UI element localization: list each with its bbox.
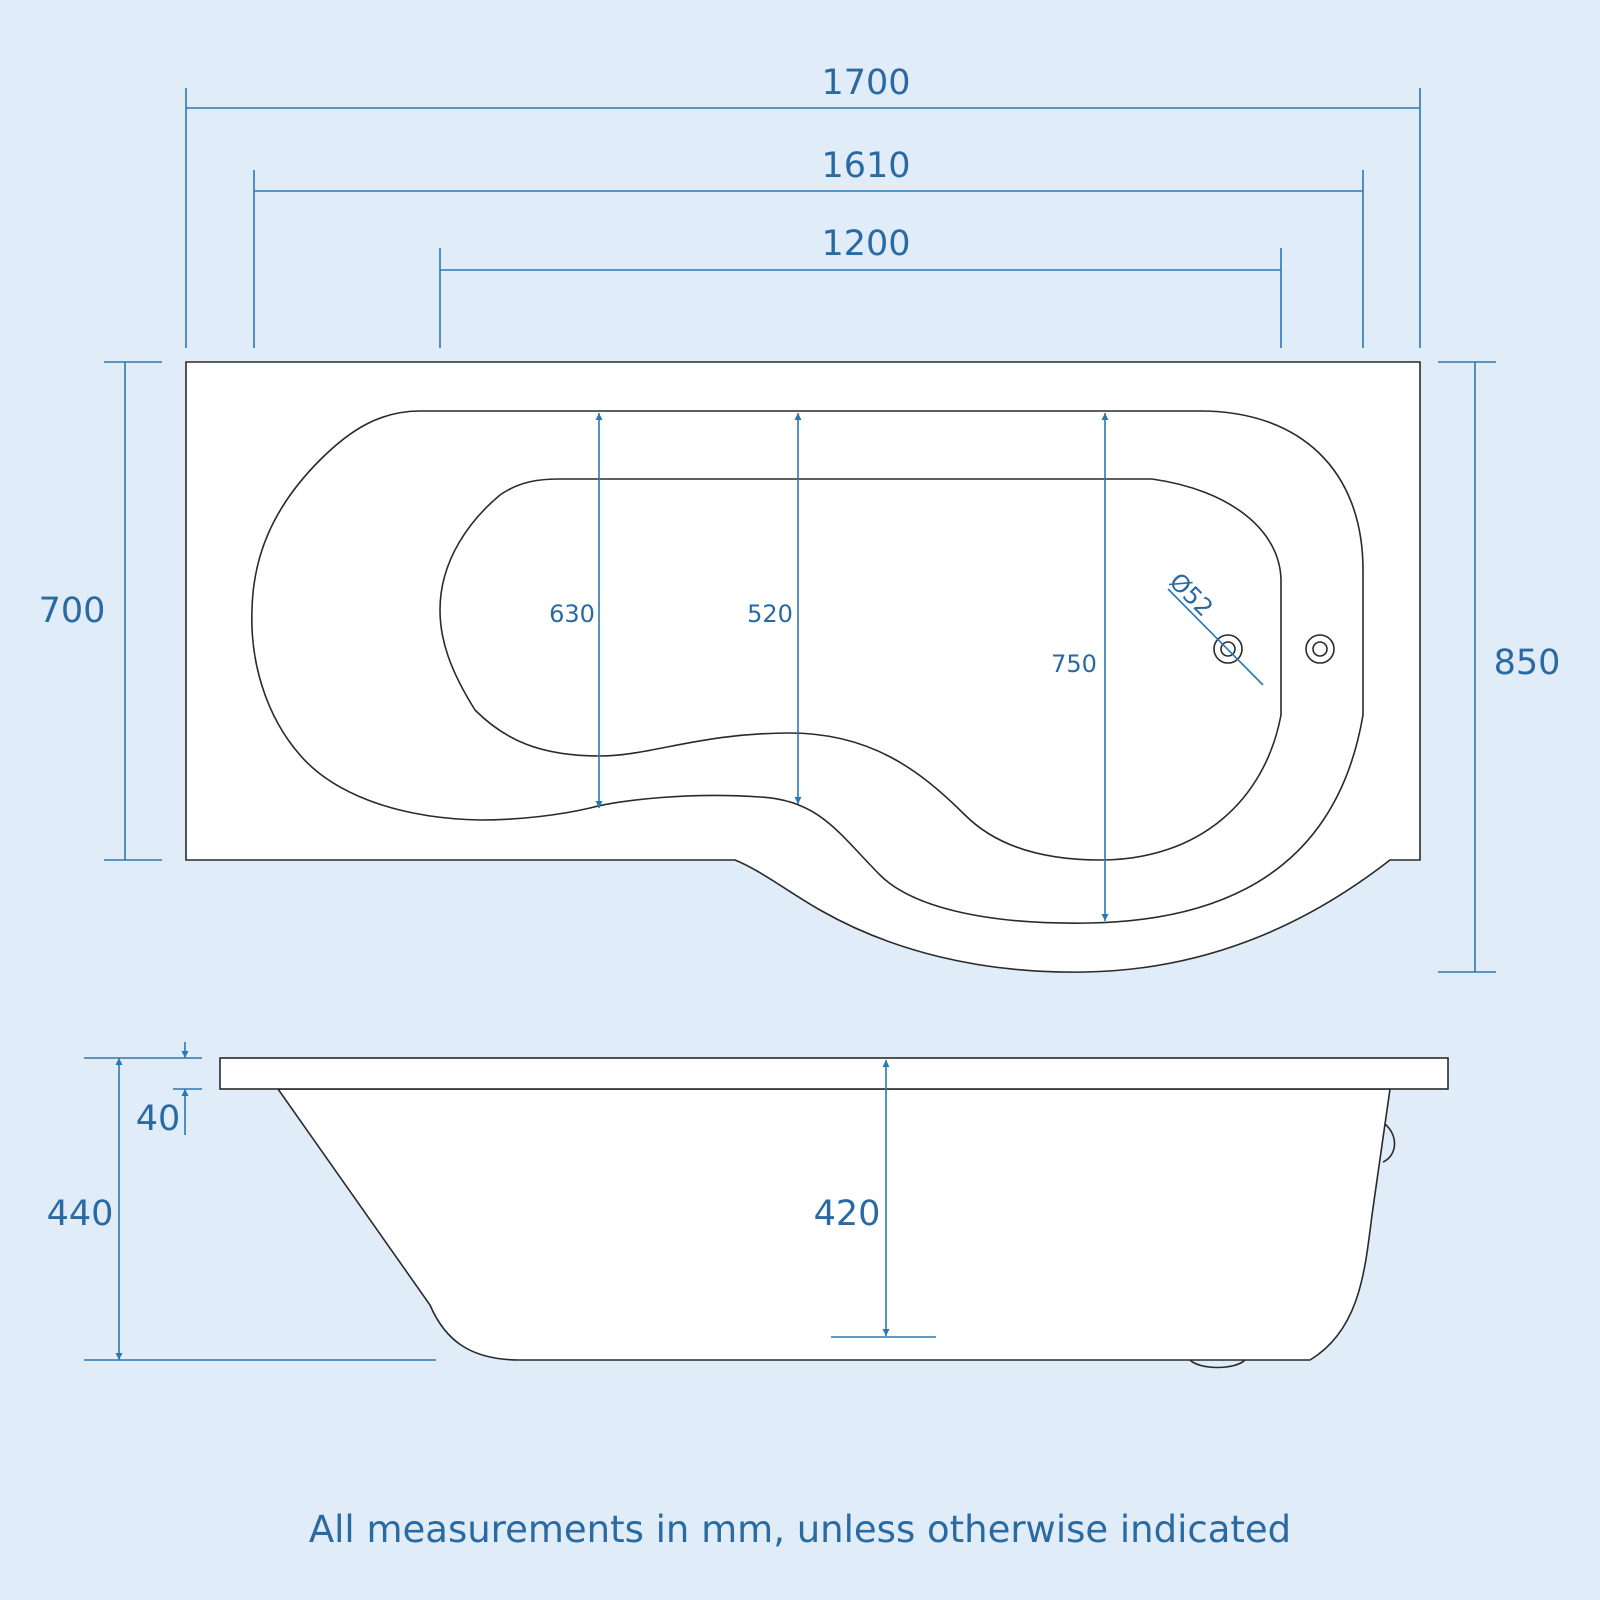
overflow-outlet-icon xyxy=(1305,634,1335,664)
units-footnote: All measurements in mm, unless otherwise… xyxy=(308,1508,1292,1551)
dim-label-440: 440 xyxy=(47,1194,114,1234)
plan-view: 630 520 750 Ø52 700 850 xyxy=(39,361,1561,973)
bath-outer-outline xyxy=(185,361,1421,973)
dim-label-850: 850 xyxy=(1494,643,1561,683)
dim-label-1700: 1700 xyxy=(821,63,910,103)
waste-bulge-side xyxy=(1189,1359,1246,1369)
dim-label-40: 40 xyxy=(136,1099,181,1139)
bath-rim-inner-edge xyxy=(251,410,1364,924)
dim-label-750: 750 xyxy=(1051,650,1097,678)
dim-label-630: 630 xyxy=(549,600,595,628)
dim-label-1610: 1610 xyxy=(821,146,910,186)
width-dimension-1700: 1700 xyxy=(185,63,1421,348)
bath-basin-edge xyxy=(439,478,1282,861)
dim-label-700: 700 xyxy=(39,591,106,631)
width-dimension-1610: 1610 xyxy=(253,146,1364,348)
bath-body-side xyxy=(276,1088,1391,1361)
bath-rim-side xyxy=(219,1057,1449,1090)
dim-label-420: 420 xyxy=(814,1194,881,1234)
dim-label-1200: 1200 xyxy=(821,224,910,264)
dim-label-520: 520 xyxy=(747,600,793,628)
width-dimension-1200: 1200 xyxy=(439,224,1282,348)
overflow-bulge-side xyxy=(1382,1123,1396,1163)
side-view: 40 440 420 xyxy=(47,1042,1449,1369)
